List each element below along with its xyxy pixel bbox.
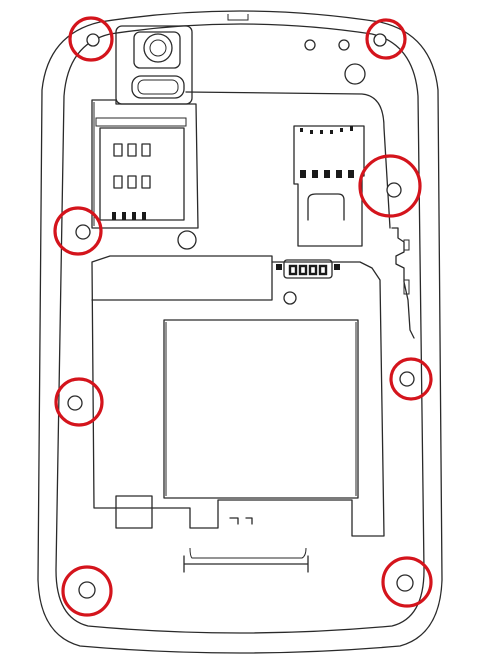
marker-right-middle	[389, 357, 433, 401]
microsd-contacts	[300, 126, 354, 178]
top-notch	[227, 14, 249, 21]
marker-right-upper	[358, 154, 422, 218]
marker-bottom-left	[61, 565, 113, 617]
sim-slot-rail	[95, 117, 187, 127]
marker-top-left	[68, 16, 114, 62]
screw-markers	[53, 16, 433, 617]
bottom-slot	[183, 555, 309, 573]
main-board-outline	[91, 99, 199, 229]
screw-holes	[67, 33, 415, 599]
bottom-board-block	[115, 495, 153, 529]
connector-latch-left	[276, 264, 282, 270]
battery-label-edge	[165, 322, 357, 496]
board-hole-1	[177, 230, 197, 250]
screw-hole-bottom-left	[78, 581, 96, 599]
camera-flash-inner	[137, 79, 179, 95]
screw-hole-right-middle	[399, 371, 415, 387]
battery-connector-pins	[288, 264, 328, 276]
screw-hole-top-right	[373, 33, 387, 47]
screw-hole-top-left	[86, 33, 100, 47]
hole-top-1	[304, 39, 316, 51]
sim-contacts-bottom	[113, 175, 151, 189]
bottom-slot-inner	[189, 547, 307, 559]
marker-left-upper	[53, 206, 103, 256]
battery-compartment	[91, 255, 385, 537]
battery-divider	[91, 261, 273, 301]
hole-top-2	[338, 39, 350, 51]
housing-outer-outline	[37, 10, 443, 654]
screw-hole-left-middle	[67, 395, 83, 411]
camera-lens-icon	[143, 33, 173, 63]
screw-hole-right-upper	[386, 182, 402, 198]
bottom-board-marks	[229, 517, 253, 525]
side-button-2	[403, 279, 410, 295]
battery-label-area	[163, 319, 359, 499]
connector-latch-right	[334, 264, 340, 270]
camera-lens-inner-icon	[149, 39, 167, 57]
side-button-1	[403, 239, 410, 251]
screw-hole-left-upper	[75, 224, 91, 240]
marker-bottom-right	[381, 556, 433, 608]
microsd-card-tray	[307, 193, 345, 221]
marker-top-right	[365, 18, 407, 60]
battery-hole	[283, 291, 297, 305]
sim-contacts-top	[113, 143, 151, 157]
battery-connector	[283, 259, 333, 279]
microsd-slot	[293, 125, 365, 247]
sim-connector-teeth	[112, 212, 146, 220]
camera-lens-housing	[133, 31, 181, 69]
hole-top-3	[344, 63, 366, 85]
sim-card-slot	[99, 127, 185, 221]
camera-flash	[131, 75, 185, 99]
marker-left-middle	[54, 377, 104, 427]
screw-hole-bottom-right	[396, 574, 414, 592]
side-button-bracket	[391, 227, 415, 339]
antenna-wire	[185, 91, 391, 229]
housing-inner-outline	[55, 23, 425, 634]
